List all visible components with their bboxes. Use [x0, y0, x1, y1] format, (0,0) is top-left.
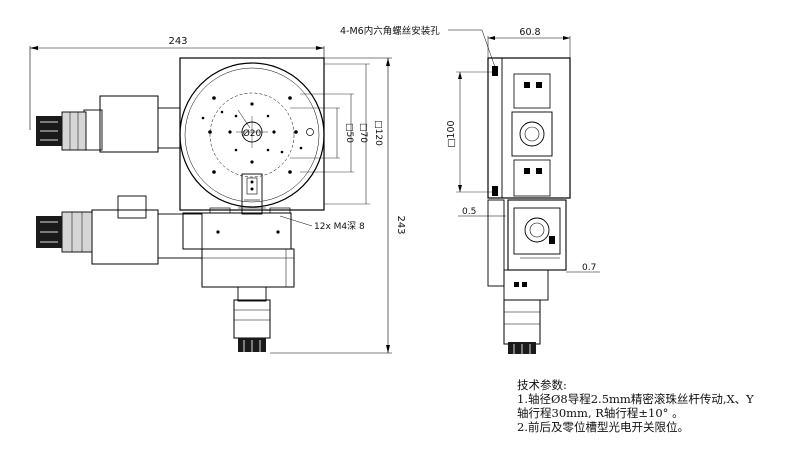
- side-square-100-label: □100: [446, 120, 457, 147]
- overall-width-label: 243: [168, 36, 187, 47]
- y-stage: [201, 248, 295, 288]
- bottom-motor: [233, 286, 271, 352]
- side-width-label: 60.8: [519, 27, 540, 38]
- notes-line-1: 1.轴径Ø8导程2.5mm精密滚珠丝杆传动,X、Y: [517, 392, 754, 406]
- upper-left-motor: [36, 95, 181, 153]
- square-120-label: □120: [373, 120, 383, 146]
- bore-diameter-label: Ø20: [243, 128, 262, 139]
- gap-07-label: 0.7: [582, 263, 596, 273]
- mount-holes-label: 12x M4深 8: [314, 221, 365, 232]
- limit-sensor-bracket: [238, 173, 266, 215]
- overall-height-label: 243: [395, 215, 406, 234]
- square-dimensions: □50 □70 □120: [290, 63, 383, 205]
- overall-width-dimension: 243: [29, 36, 325, 130]
- side-view: 4-M6内六角螺丝安装孔 60.8 □100 0.5: [340, 25, 600, 354]
- lower-body: [507, 199, 567, 271]
- notes-title: 技术参数:: [517, 378, 567, 392]
- square-70-label: □70: [358, 123, 368, 143]
- square-50-label: □50: [344, 123, 354, 143]
- front-view: 243 243 Ø20: [29, 36, 406, 354]
- table-holes: [201, 96, 303, 174]
- gap-05-label: 0.5: [462, 207, 476, 217]
- overall-height-dimension: 243: [270, 57, 406, 354]
- lower-left-motor: [36, 195, 203, 265]
- notes-line-3: 2.前后及零位槽型光电开关限位。: [517, 420, 689, 434]
- notes-line-2: 轴行程30mm, R轴行程±10° 。: [517, 406, 684, 420]
- technical-notes: 技术参数: 1.轴径Ø8导程2.5mm精密滚珠丝杆传动,X、Y 轴行程30mm,…: [517, 378, 754, 434]
- hex-holes-label: 4-M6内六角螺丝安装孔: [340, 25, 440, 37]
- x-stage: [182, 212, 292, 250]
